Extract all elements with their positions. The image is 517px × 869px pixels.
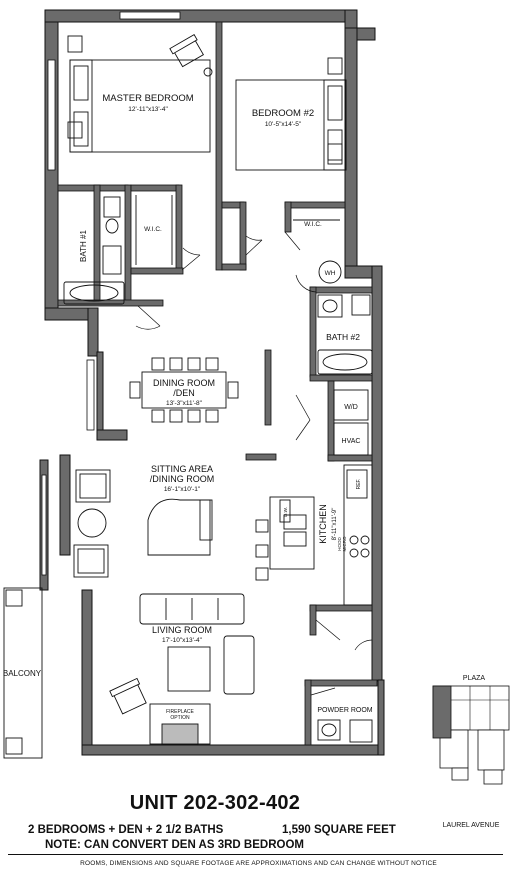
key-plan: PLAZA <box>432 675 510 785</box>
bedroom2-name: BEDROOM #2 <box>252 108 314 119</box>
square-footage: 1,590 SQUARE FEET <box>282 824 396 836</box>
dining-dims: 13'-3"x11'-8" <box>166 400 203 407</box>
room-labels: MASTER BEDROOM 12'-11"x13'-4" BEDROOM #2… <box>3 93 373 721</box>
sitting-dims: 16'-1"x10'-1" <box>164 486 201 493</box>
unit-title: UNIT 202-302-402 <box>129 792 301 814</box>
doors <box>135 231 373 696</box>
kitchen-dims: 8'-11"x11'-9" <box>332 508 338 541</box>
keyplan-unit-highlight <box>432 685 452 739</box>
master-bedroom-dims: 12'-11"x13'-4" <box>128 106 168 113</box>
master-bedroom-name: MASTER BEDROOM <box>102 93 193 104</box>
hood-label: HOOD <box>337 536 342 550</box>
ref-label: REF. <box>356 479 362 490</box>
dw-label: D.W. <box>283 507 288 517</box>
wic2-label: W.I.C. <box>304 221 322 228</box>
dining-name-1: DINING ROOM <box>153 378 215 388</box>
floor-plan: MASTER BEDROOM 12'-11"x13'-4" BEDROOM #2… <box>3 9 510 785</box>
furniture <box>3 33 373 759</box>
sitting-name-2: /DINING ROOM <box>150 474 215 484</box>
living-dims: 17'-10"x13'-4" <box>162 637 203 644</box>
dining-name-2: /DEN <box>173 388 195 398</box>
bath2-label: BATH #2 <box>326 332 360 342</box>
keyplan-street-label: LAUREL AVENUE <box>442 822 500 829</box>
disclaimer: ROOMS, DIMENSIONS AND SQUARE FOOTAGE ARE… <box>80 860 437 867</box>
unit-specs: 2 BEDROOMS + DEN + 2 1/2 BATHS <box>28 824 224 836</box>
bath1-label: BATH #1 <box>79 230 88 262</box>
balcony-label: BALCONY <box>3 669 42 678</box>
sitting-name-1: SITTING AREA <box>151 464 213 474</box>
footer-divider <box>8 854 503 855</box>
conversion-note: NOTE: CAN CONVERT DEN AS 3RD BEDROOM <box>45 839 304 851</box>
kitchen-name: KITCHEN <box>318 504 328 544</box>
fireplace-line1: FIREPLACE <box>166 709 194 715</box>
wh-label: WH <box>325 270 336 277</box>
powder-room-label: POWDER ROOM <box>317 707 372 714</box>
wd-label: W/D <box>344 404 358 411</box>
fireplace-line2: OPTION <box>170 715 190 721</box>
hvac-label: HVAC <box>342 438 361 445</box>
keyplan-plaza-label: PLAZA <box>463 675 486 682</box>
windows <box>41 11 181 576</box>
micro-label: MICRO <box>342 536 347 551</box>
wic1-label: W.I.C. <box>144 226 162 233</box>
living-name: LIVING ROOM <box>152 625 212 635</box>
bedroom2-dims: 10'-5"x14'-5" <box>265 121 302 128</box>
interior-walls <box>57 21 378 746</box>
plan-footer: UNIT 202-302-402 2 BEDROOMS + DEN + 2 1/… <box>0 786 517 869</box>
